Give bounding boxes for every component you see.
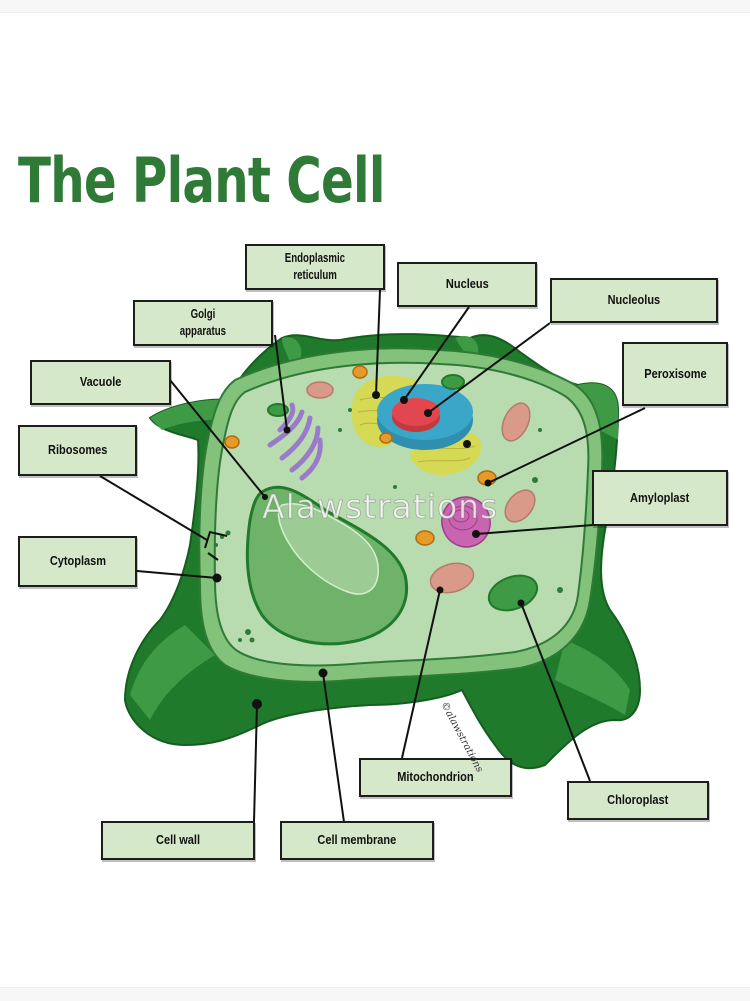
- label-ribosomes: Ribosomes: [18, 425, 137, 476]
- label-amyloplast: Amyloplast: [592, 470, 728, 526]
- label-text: apparatus: [179, 324, 227, 338]
- vacuole: [245, 485, 408, 646]
- label-text: Cell membrane: [317, 833, 397, 848]
- label-mitochondrion: Mitochondrion: [359, 758, 512, 797]
- label-golgi-apparatus: Golgi apparatus: [133, 300, 273, 346]
- leader-lines: [99, 289, 646, 823]
- label-text: Peroxisome: [643, 366, 707, 381]
- label-text: reticulum: [293, 268, 337, 282]
- watermark: Alawstrations: [262, 487, 499, 527]
- label-text: Endoplasmic: [284, 251, 346, 266]
- ribosomes: [214, 408, 563, 643]
- label-text: Nucleus: [445, 277, 489, 292]
- label-nucleus: Nucleus: [397, 262, 537, 307]
- label-nucleolus: Nucleolus: [550, 278, 718, 323]
- label-cytoplasm: Cytoplasm: [18, 536, 137, 587]
- label-text: Nucleolus: [607, 293, 661, 308]
- leader-dots: [212, 391, 525, 709]
- page-title: The Plant Cell: [18, 144, 385, 217]
- label-text: Chloroplast: [607, 793, 669, 808]
- label-text: Cell wall: [155, 833, 201, 848]
- top-border-band: [0, 0, 750, 13]
- label-text: Cytoplasm: [49, 554, 106, 569]
- label-text: Vacuole: [79, 375, 122, 390]
- mitochondrion: [306, 381, 536, 594]
- label-text: Golgi: [190, 307, 216, 322]
- label-text: Ribosomes: [47, 443, 108, 458]
- label-cell-membrane: Cell membrane: [280, 821, 434, 860]
- label-cell-wall: Cell wall: [101, 821, 255, 860]
- chloroplast: [267, 374, 539, 612]
- label-text: Amyloplast: [630, 490, 690, 505]
- label-peroxisome: Peroxisome: [622, 342, 728, 406]
- label-endoplasmic-reticulum: Endoplasmic reticulum: [245, 244, 385, 290]
- bottom-border-band: [0, 987, 750, 1001]
- label-vacuole: Vacuole: [30, 360, 171, 405]
- label-text: Mitochondrion: [397, 770, 474, 785]
- label-chloroplast: Chloroplast: [567, 781, 709, 820]
